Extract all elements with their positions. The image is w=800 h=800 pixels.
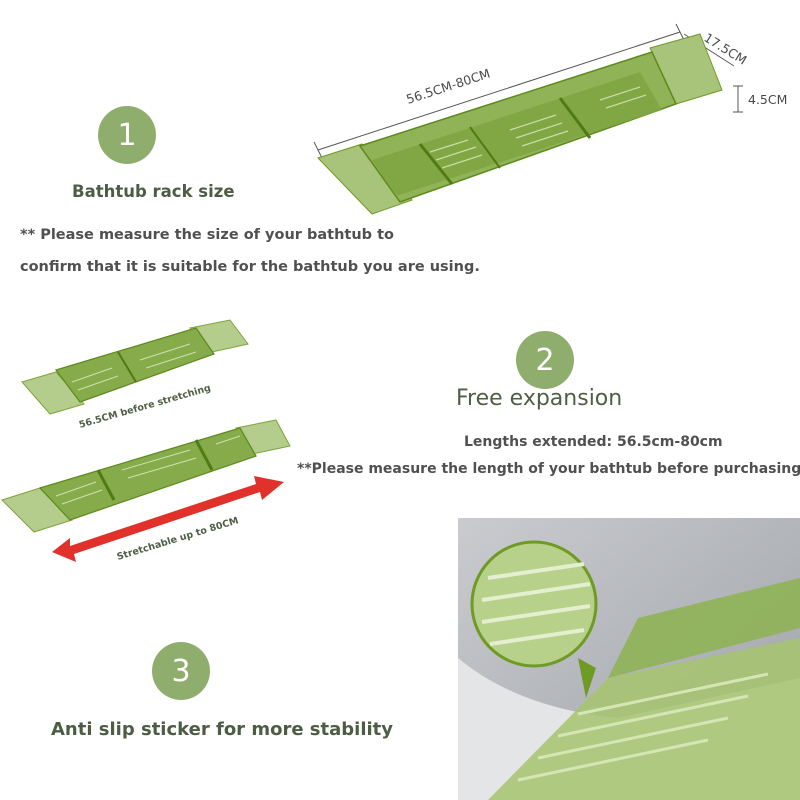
large-rack [317, 33, 723, 215]
section-2-title: Free expansion [456, 386, 623, 411]
step-1-number: 1 [117, 117, 137, 153]
section-1-title: Bathtub rack size [72, 182, 235, 201]
step-2-number: 2 [535, 342, 555, 378]
section-2-note: **Please measure the length of your bath… [297, 461, 800, 477]
section-1-note-line-2: confirm that it is suitable for the bath… [20, 259, 480, 275]
section-1-note-line-1: ** Please measure the size of your batht… [20, 227, 394, 243]
length-dimension-line [313, 23, 685, 159]
caption-stretchable: Stretchable up to 80CM [116, 515, 240, 563]
step-2-badge: 2 [516, 331, 574, 389]
height-label: 4.5CM [748, 92, 787, 107]
step-3-number: 3 [171, 653, 191, 689]
anti-slip-photo [458, 518, 800, 800]
section-2-lengths: Lengths extended: 56.5cm-80cm [464, 434, 723, 450]
height-dimension-line [733, 85, 743, 113]
step-1-badge: 1 [98, 106, 156, 164]
rack-stretched [1, 419, 291, 533]
rack-before-stretching [21, 319, 249, 415]
step-3-badge: 3 [152, 642, 210, 700]
section-3-title: Anti slip sticker for more stability [51, 719, 393, 740]
stretch-arrow [52, 476, 284, 562]
